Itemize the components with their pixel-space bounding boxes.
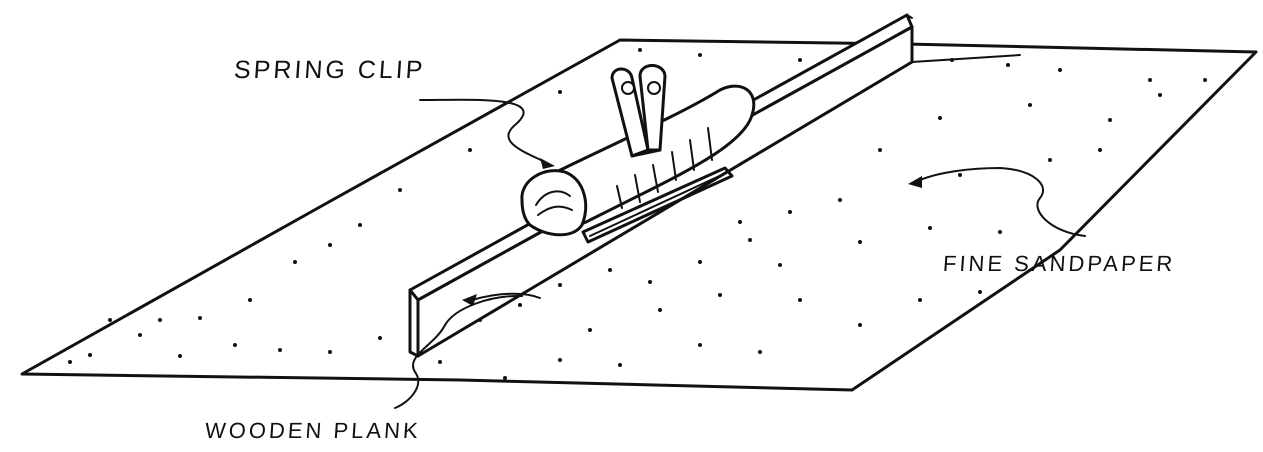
grit-dot [998,230,1002,234]
grit-dot [558,90,562,94]
grit-dot [698,260,702,264]
grit-dot [108,318,112,322]
spring-clip-leader [419,98,555,169]
grit-dot [1108,118,1112,122]
grit-dot [928,226,932,230]
grit-dot [588,328,592,332]
grit-dot [798,298,802,302]
grit-dot [178,354,182,358]
grit-dot [608,268,612,272]
grit-dot [558,283,562,287]
grit-dot [558,358,562,362]
grit-dot [738,220,742,224]
grit-dot [838,198,842,202]
grit-dot [1158,93,1162,97]
grit-dot [328,350,332,354]
grit-dot [918,298,922,302]
grit-dot [518,303,522,307]
grit-dot [718,293,722,297]
grit-dot [648,280,652,284]
grit-dot [758,350,762,354]
grit-dot [468,148,472,152]
grit-dot [198,316,202,320]
rod-workpiece [520,84,756,244]
grit-dot [88,353,92,357]
grit-dot [978,290,982,294]
grit-dot [248,298,252,302]
grit-dot [858,323,862,327]
grit-dot [698,343,702,347]
grit-dot [1098,148,1102,152]
grit-dot [1028,103,1032,107]
grit-dot [328,243,332,247]
grit-dot [1058,68,1062,72]
grit-dot [1148,78,1152,82]
grit-dot [358,223,362,227]
grit-dot [278,348,282,352]
grit-dot [233,343,237,347]
grit-dot [698,53,702,57]
grit-dot [1048,158,1052,162]
spring-clip-label: SPRING CLIP [233,56,427,84]
grit-dot [398,188,402,192]
grit-dot [378,336,382,340]
wooden-plank [408,13,1021,358]
wooden-plank-leader [394,292,541,409]
grit-dot [938,116,942,120]
grit-dot [778,263,782,267]
grit-dot [638,48,642,52]
fine-sandpaper-label: FINE SANDPAPER [942,251,1177,276]
grit-dot [958,173,962,177]
grit-dot [1006,63,1010,67]
grit-dot [138,333,142,337]
wooden-plank-label: WOODEN PLANK [204,418,422,443]
grit-dot [798,58,802,62]
grit-dot [68,360,72,364]
grit-dot [858,240,862,244]
grit-dot [438,360,442,364]
grit-dot [158,318,162,322]
grit-dot [658,308,662,312]
grit-dot [293,260,297,264]
grit-dot [503,376,507,380]
grit-dot [878,148,882,152]
spring-clip [610,64,667,158]
grit-dot [618,363,622,367]
grit-dot [748,238,752,242]
grit-dot [1203,78,1207,82]
grit-dot [788,210,792,214]
fine-sandpaper-leader [908,167,1086,237]
